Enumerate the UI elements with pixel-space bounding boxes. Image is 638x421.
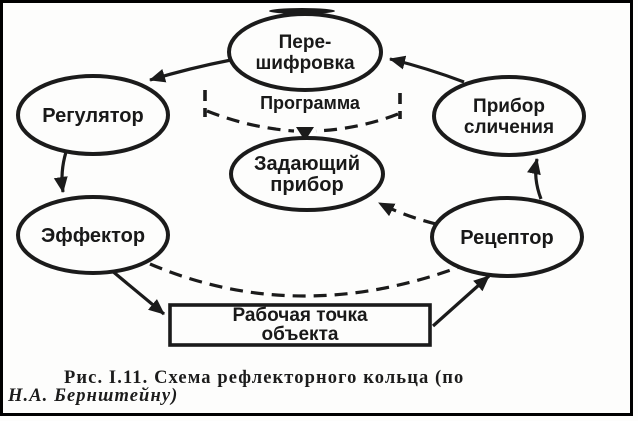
node-receptor-label: Рецептор (460, 227, 553, 249)
dashed-arrow-receptor-to-setting-device (378, 201, 437, 226)
figure-caption-line2: Н.А. Бернштейну) (7, 386, 178, 406)
node-effector: Эффектор (16, 195, 170, 275)
figure-caption-line1: Рис. I.11. Схема рефлекторного кольца (п… (64, 368, 464, 388)
program-lead-right (315, 112, 399, 133)
node-recoding-label-line2: шифровка (255, 53, 355, 74)
node-regulator: Регулятор (16, 74, 170, 156)
arrow-working-point-to-receptor (431, 274, 491, 328)
node-setting-device-ellipse (229, 136, 385, 212)
program-lead-left (206, 109, 295, 133)
arrow-effector-to-working-point (109, 268, 166, 316)
node-effector-ellipse (16, 195, 170, 275)
node-regulator-ellipse (16, 74, 170, 156)
node-comparison-device-label-line2: сличения (464, 117, 554, 138)
node-setting-device-label-line2: прибор (270, 174, 343, 196)
node-receptor: Рецептор (430, 196, 584, 278)
node-setting-device-label-line1: Задающий (254, 153, 360, 175)
node-working-point-box (168, 303, 432, 347)
dashed-line-effector-to-receptor (149, 262, 463, 298)
node-comparison-device-label-line1: Прибор (473, 96, 545, 117)
node-comparison-device: Прибор сличения (432, 75, 586, 157)
node-comparison-device-ellipse (432, 75, 586, 157)
arrow-receptor-to-comparison (527, 158, 543, 200)
arrow-comparison-to-recoding (389, 55, 465, 84)
node-working-point: Рабочая точка объекта (168, 303, 432, 347)
node-effector-label: Эффектор (41, 225, 145, 247)
node-working-point-label-line1: Рабочая точка (232, 305, 368, 326)
program-label: Программа (260, 93, 361, 113)
arrow-regulator-to-effector (53, 151, 68, 193)
node-recoding-ellipse (227, 12, 383, 92)
scan-smudge (269, 8, 335, 14)
node-recoding-label-line1: Пере- (279, 32, 332, 53)
arrowhead-program-to-setting-device (296, 127, 314, 141)
arrow-recoding-to-regulator (149, 58, 232, 83)
node-setting-device: Задающий прибор (229, 136, 385, 212)
node-recoding: Пере- шифровка (227, 12, 383, 92)
node-regulator-label: Регулятор (42, 105, 144, 127)
node-receptor-ellipse (430, 196, 584, 278)
node-working-point-label-line2: объекта (262, 324, 339, 345)
